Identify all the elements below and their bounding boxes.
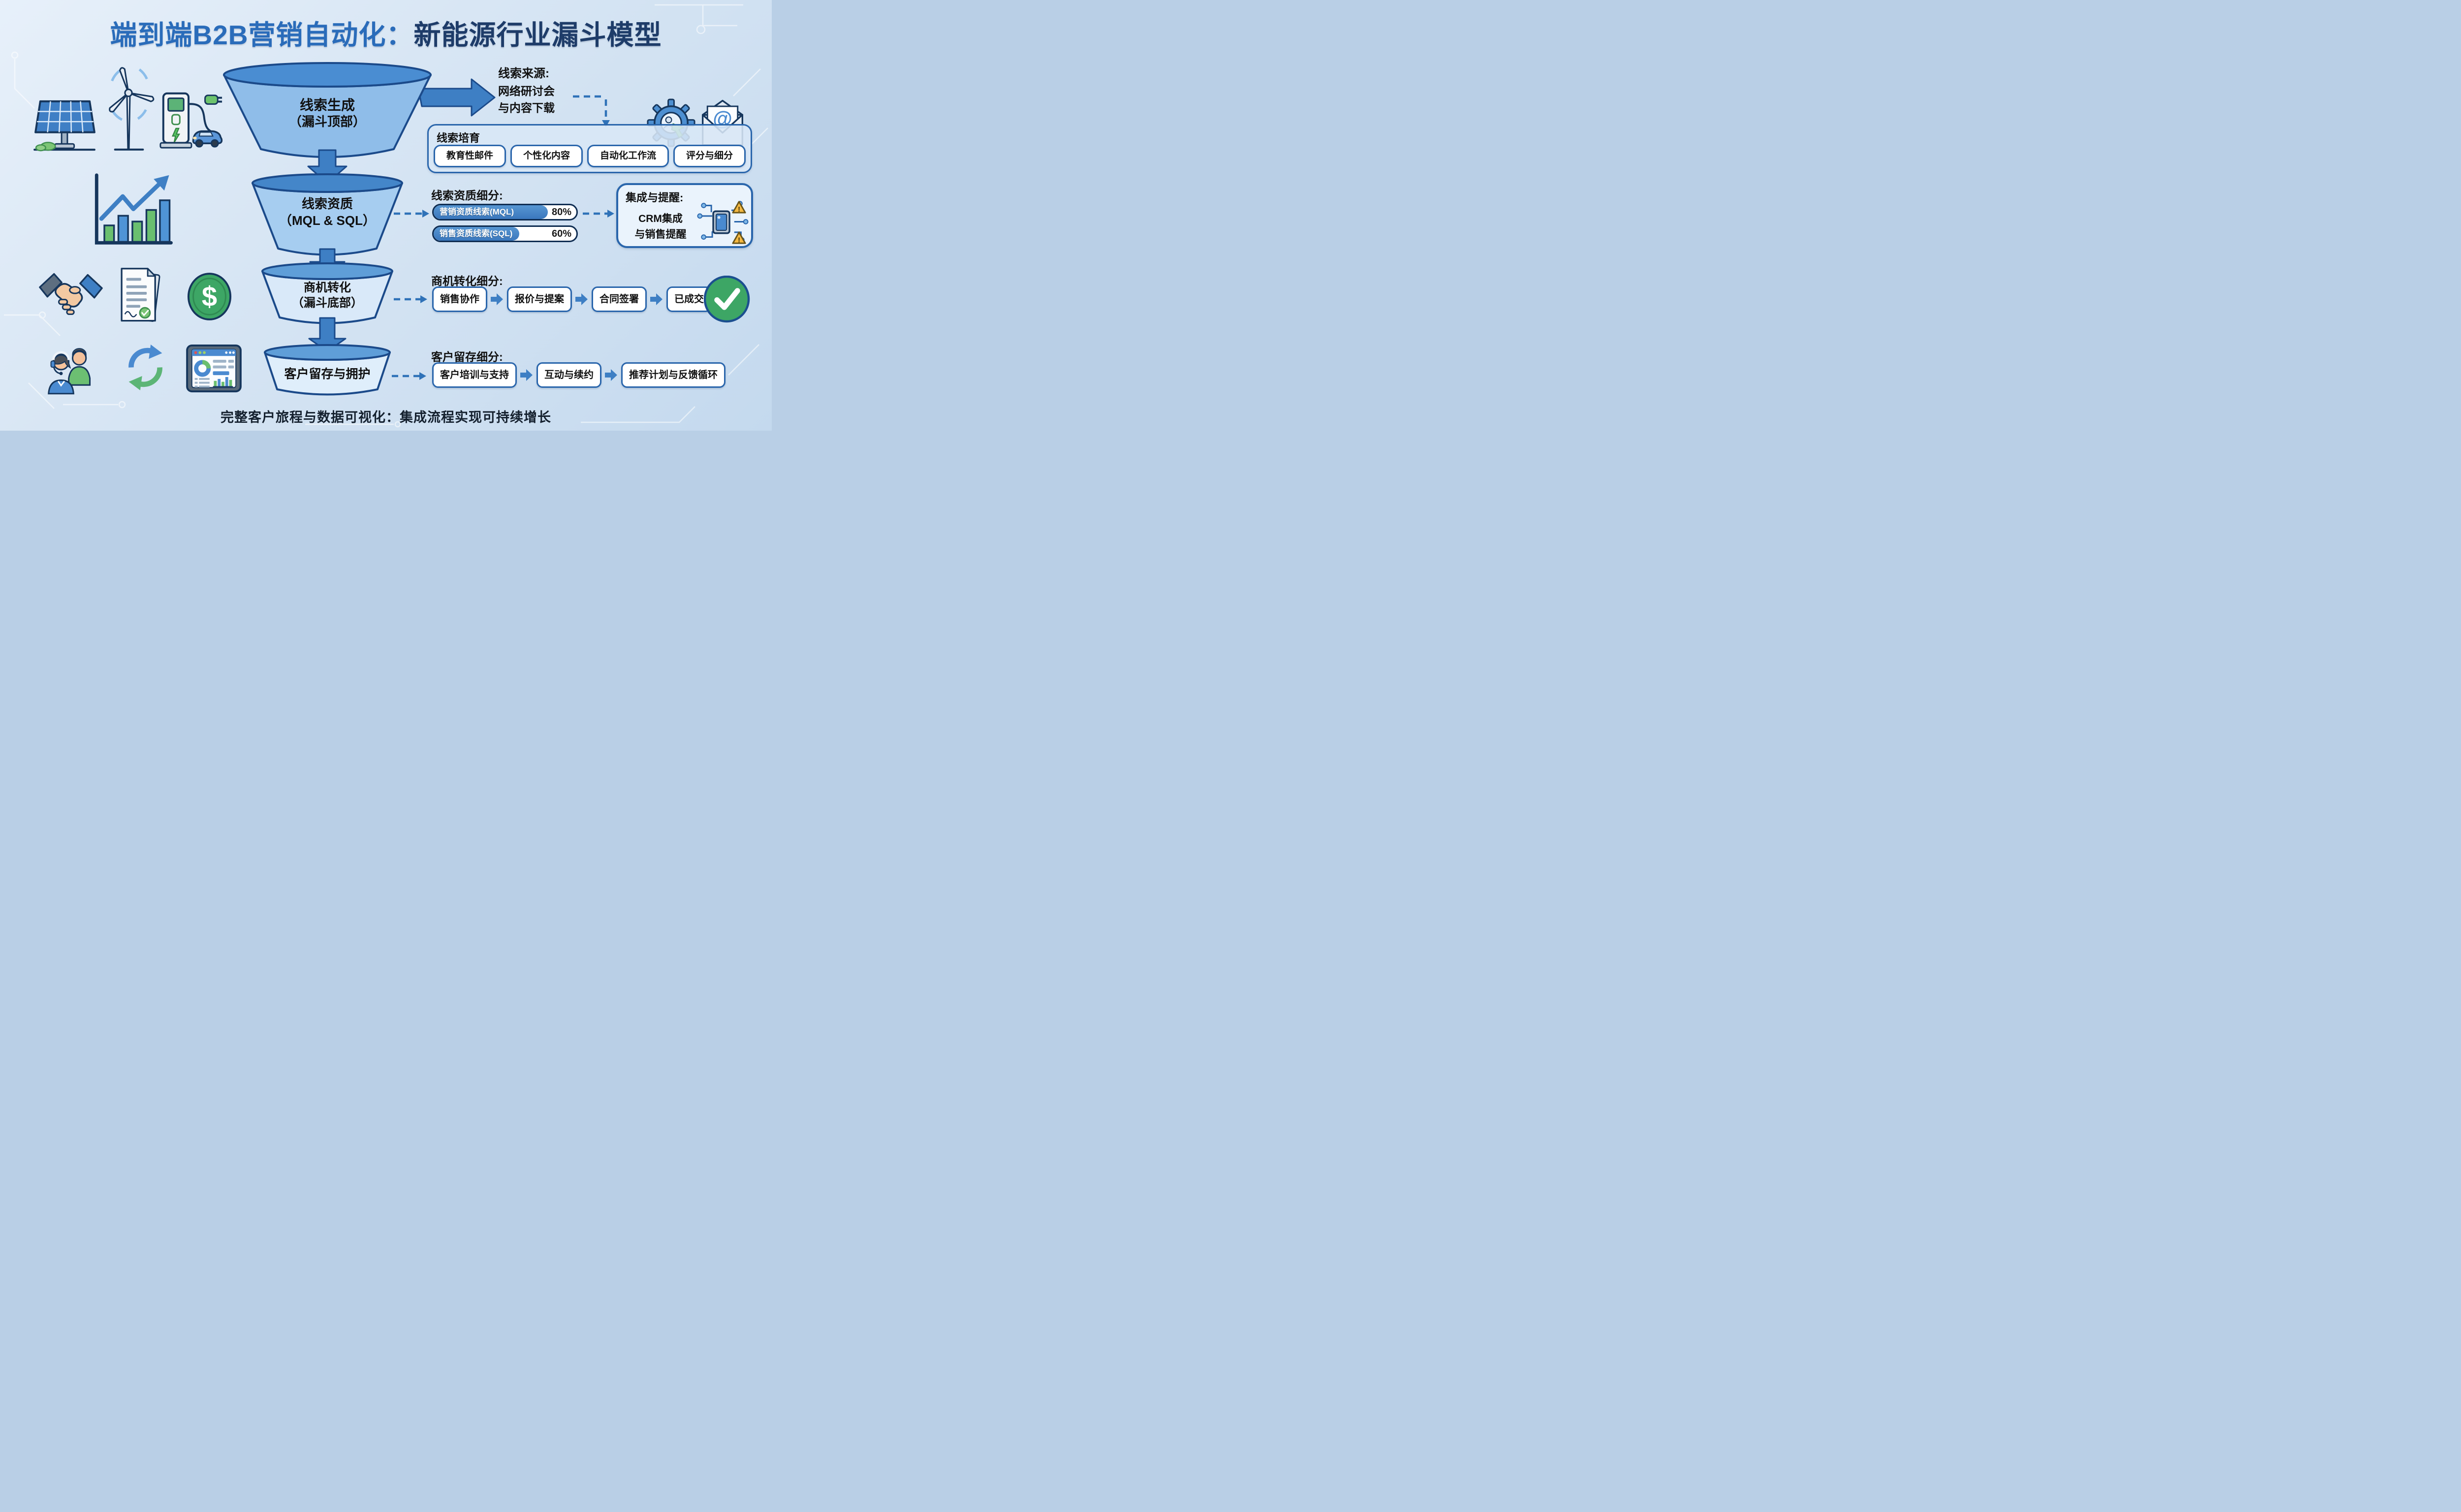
funnel-stage1-label-line2: （漏斗顶部） [288,114,366,129]
support-people-icon [48,348,91,395]
retention-step-row: 客户培训与支持 互动与续约 推荐计划与反馈循环 [432,362,726,388]
wind-turbine-icon [109,67,155,151]
conversion-step-sales-collab: 销售协作 [432,286,487,312]
warning-exclamation-bottom: ! [738,236,740,244]
lead-source-line1: 网络研讨会 [498,85,555,97]
sql-progress-fill [434,227,519,241]
growth-chart-icon [95,173,173,245]
funnel-stage1-label-line1: 线索生成 [299,97,355,113]
dashed-arrow-source-to-nurture [573,95,607,120]
integration-panel: 集成与提醒: CRM集成 与销售提醒 ! ! [616,183,753,248]
crm-chip-icon: ! ! [697,201,749,244]
mql-progress-label: 营销资质线索(MQL) [440,207,514,217]
dashboard-tablet-icon [186,344,242,393]
step-arrow-icon [491,293,503,305]
ev-charger-icon [159,92,223,149]
conversion-step-contract: 合同签署 [592,286,647,312]
funnel-and-arrows-layer [223,62,614,396]
refresh-cycle-icon [128,345,162,390]
closed-won-check-icon [704,276,750,323]
dollar-symbol: $ [202,281,217,312]
lead-source-title: 线索来源: [498,67,549,80]
step-arrow-icon [520,369,533,381]
handshake-icon [39,273,103,315]
solar-panel-icon [33,100,95,152]
conversion-title: 商机转化细分: [431,275,503,287]
funnel-stage-3-shape [261,262,393,324]
lead-source-block: 线索来源: 网络研讨会 与内容下载 [498,65,555,116]
sql-progress-label: 销售资质线索(SQL) [440,229,513,238]
conversion-step-row: 销售协作 报价与提案 合同签署 已成交 [432,286,712,312]
integration-line1: CRM集成 [638,213,683,224]
infographic-canvas: $ [0,0,772,431]
lead-nurture-title: 线索培育 [437,132,480,144]
step-arrow-icon [605,369,617,381]
lead-source-line2: 与内容下载 [498,101,555,114]
lead-source-arrow [417,78,496,117]
funnel-stage3-label-line1: 商机转化 [304,281,351,294]
funnel-stage-4-shape [264,344,391,396]
contract-icon [121,268,160,322]
qualification-title: 线索资质细分: [431,189,503,202]
lead-nurture-pill-row: 教育性邮件 个性化内容 自动化工作流 评分与细分 [434,145,746,167]
page-title: 端到端B2B营销自动化：新能源行业漏斗模型 [0,13,772,52]
retention-step-referral: 推荐计划与反馈循环 [621,362,726,388]
funnel-stage3-label-line2: （漏斗底部） [292,296,363,310]
page-title-part1: 端到端B2B营销自动化： [110,20,414,50]
dollar-coin-icon: $ [187,273,232,320]
step-arrow-icon [650,293,663,305]
funnel-stage2-label-line2: （MQL & SQL） [279,213,376,228]
funnel-stage-1-shape [223,62,432,158]
sql-progress-bar: 销售资质线索(SQL) 60% [432,225,578,242]
sql-progress-value: 60% [551,228,571,239]
nurture-pill-email: 教育性邮件 [434,145,506,167]
retention-title: 客户留存细分: [431,350,503,363]
integration-title: 集成与提醒: [626,191,684,204]
retention-step-engagement: 互动与续约 [536,362,601,388]
lead-nurture-panel: 线索培育 教育性邮件 个性化内容 自动化工作流 评分与细分 [427,124,752,173]
page-title-part2: 新能源行业漏斗模型 [413,20,662,50]
warning-exclamation-top: ! [738,206,740,214]
mql-progress-bar: 营销资质线索(MQL) 80% [432,204,578,220]
footer-caption: 完整客户旅程与数据可视化：集成流程实现可持续增长 [221,410,551,425]
nurture-pill-personalized: 个性化内容 [510,145,583,167]
conversion-step-closed-won: 已成交 [666,286,712,312]
nurture-pill-workflow: 自动化工作流 [587,145,669,167]
step-arrow-icon [575,293,588,305]
conversion-step-quote: 报价与提案 [507,286,572,312]
mql-progress-value: 80% [551,207,571,218]
mql-progress-fill [434,205,548,219]
integration-line2: 与销售提醒 [634,229,687,240]
retention-step-training: 客户培训与支持 [432,362,517,388]
funnel-stage-2-shape [252,173,403,256]
funnel-stage4-label: 客户留存与拥护 [284,367,371,381]
funnel-stage2-label-line1: 线索资质 [301,196,353,211]
nurture-pill-scoring: 评分与细分 [673,145,746,167]
